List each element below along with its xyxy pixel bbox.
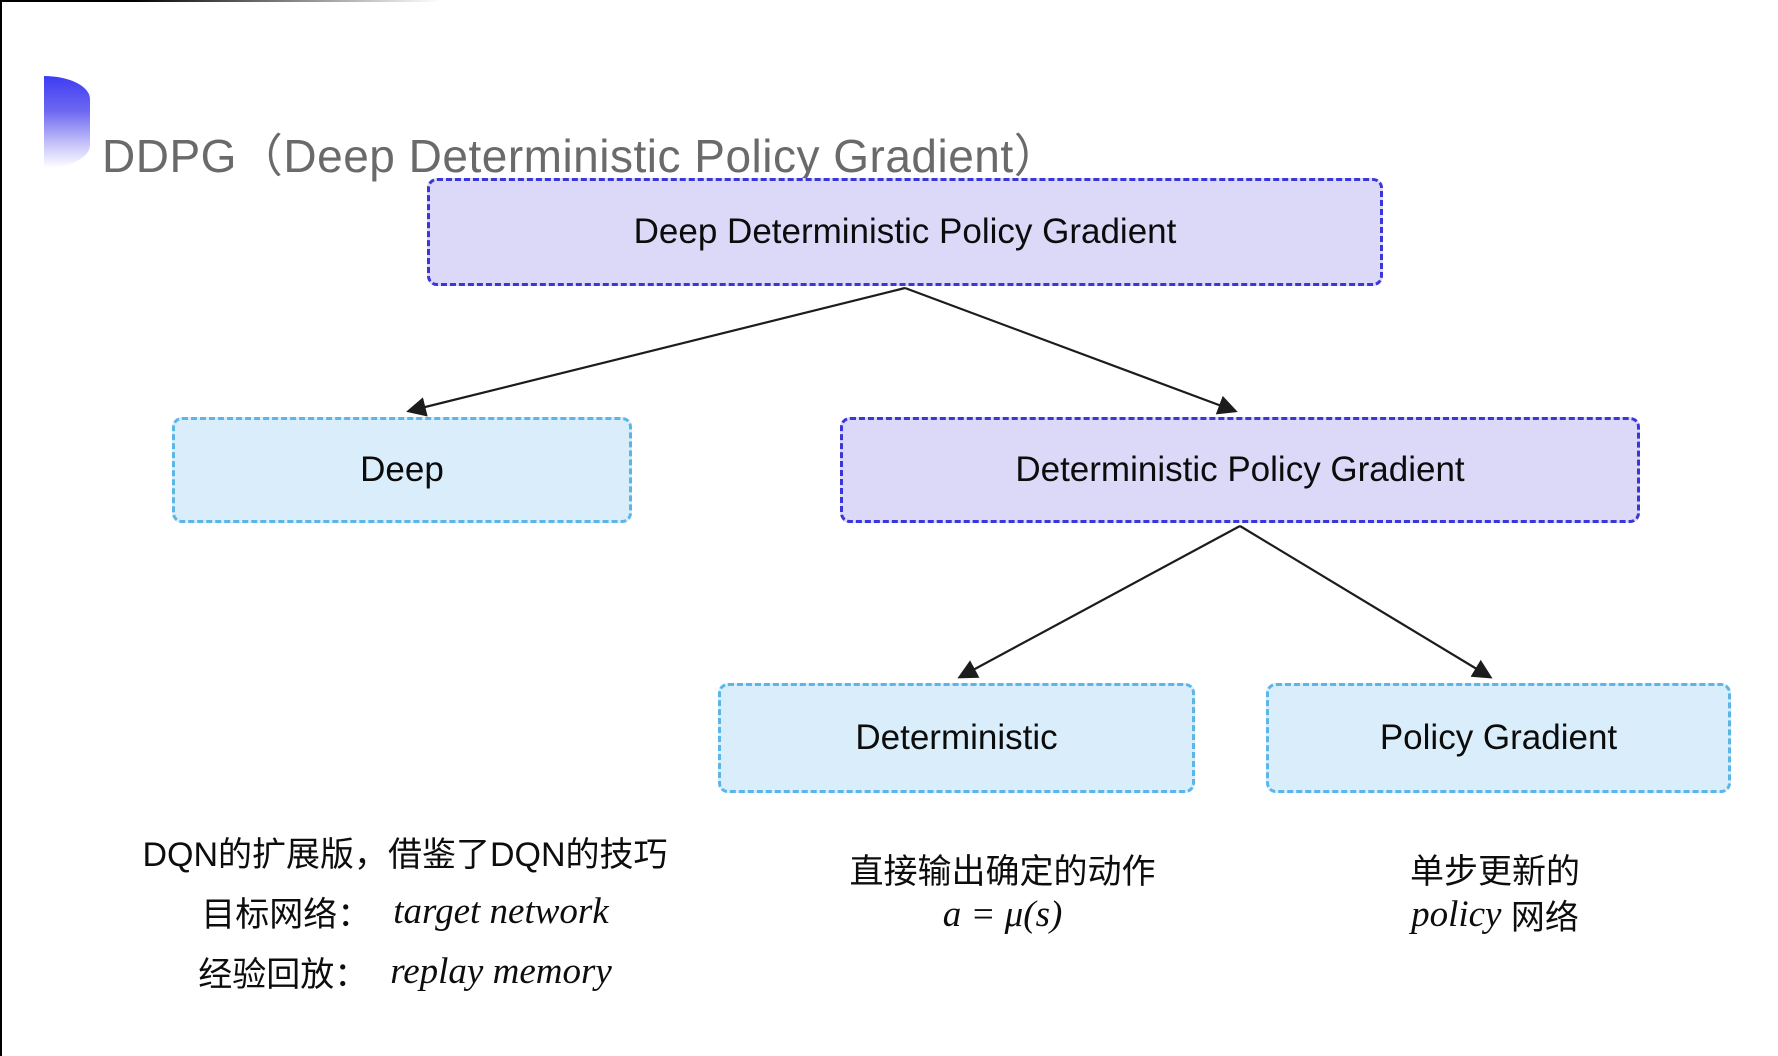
note-suffix xyxy=(1501,895,1510,934)
node-deterministic: Deterministic xyxy=(718,683,1195,793)
frame-top-edge xyxy=(0,0,440,2)
arrow-root-to-dpg xyxy=(904,286,1238,415)
arrow-dpg-to-policy-gradient xyxy=(1239,525,1493,679)
note-line: 经验回放： replay memory xyxy=(105,941,705,1001)
node-deterministic-policy-gradient: Deterministic Policy Gradient xyxy=(840,417,1640,523)
note-suffix: 网络 xyxy=(1510,898,1579,937)
arrow-root-to-deep xyxy=(406,286,906,417)
page-title: DDPG（Deep Deterministic Policy Gradient） xyxy=(102,129,1061,182)
note-label: 经验回放： xyxy=(198,955,369,994)
note-line: a = μ(s) xyxy=(790,891,1215,937)
node-label: Deterministic Policy Gradient xyxy=(1015,450,1465,489)
frame-left-edge xyxy=(0,0,2,1056)
note-term: target network xyxy=(393,890,609,932)
note-text: DQN的扩展版，借鉴了DQN的技巧 xyxy=(142,835,668,874)
note-text: 单步更新的 xyxy=(1410,852,1580,891)
note-line: DQN的扩展版，借鉴了DQN的技巧 xyxy=(105,821,705,881)
node-deep: Deep xyxy=(172,417,632,523)
formula: a = μ(s) xyxy=(942,893,1063,935)
note-term: replay memory xyxy=(390,950,612,992)
note-dqn-extension: DQN的扩展版，借鉴了DQN的技巧 目标网络： target network 经… xyxy=(105,821,705,1001)
node-label: Deep Deterministic Policy Gradient xyxy=(633,212,1177,251)
note-line: 单步更新的 xyxy=(1280,845,1710,891)
node-label: Deep xyxy=(360,450,444,489)
node-label: Deterministic xyxy=(855,718,1058,757)
node-label: Policy Gradient xyxy=(1379,718,1618,757)
title-bullet-icon xyxy=(44,76,90,168)
note-text: 直接输出确定的动作 xyxy=(849,852,1156,891)
node-deep-deterministic-policy-gradient: Deep Deterministic Policy Gradient xyxy=(427,178,1383,286)
node-policy-gradient: Policy Gradient xyxy=(1266,683,1731,793)
arrow-dpg-to-deterministic xyxy=(957,525,1241,679)
note-policy-gradient: 单步更新的 policy 网络 xyxy=(1280,845,1710,937)
note-line: 目标网络： target network xyxy=(105,881,705,941)
note-label: 目标网络： xyxy=(201,895,372,934)
note-line: policy 网络 xyxy=(1280,891,1710,937)
note-deterministic: 直接输出确定的动作 a = μ(s) xyxy=(790,845,1215,937)
note-line: 直接输出确定的动作 xyxy=(790,845,1215,891)
note-term: policy xyxy=(1411,893,1502,935)
